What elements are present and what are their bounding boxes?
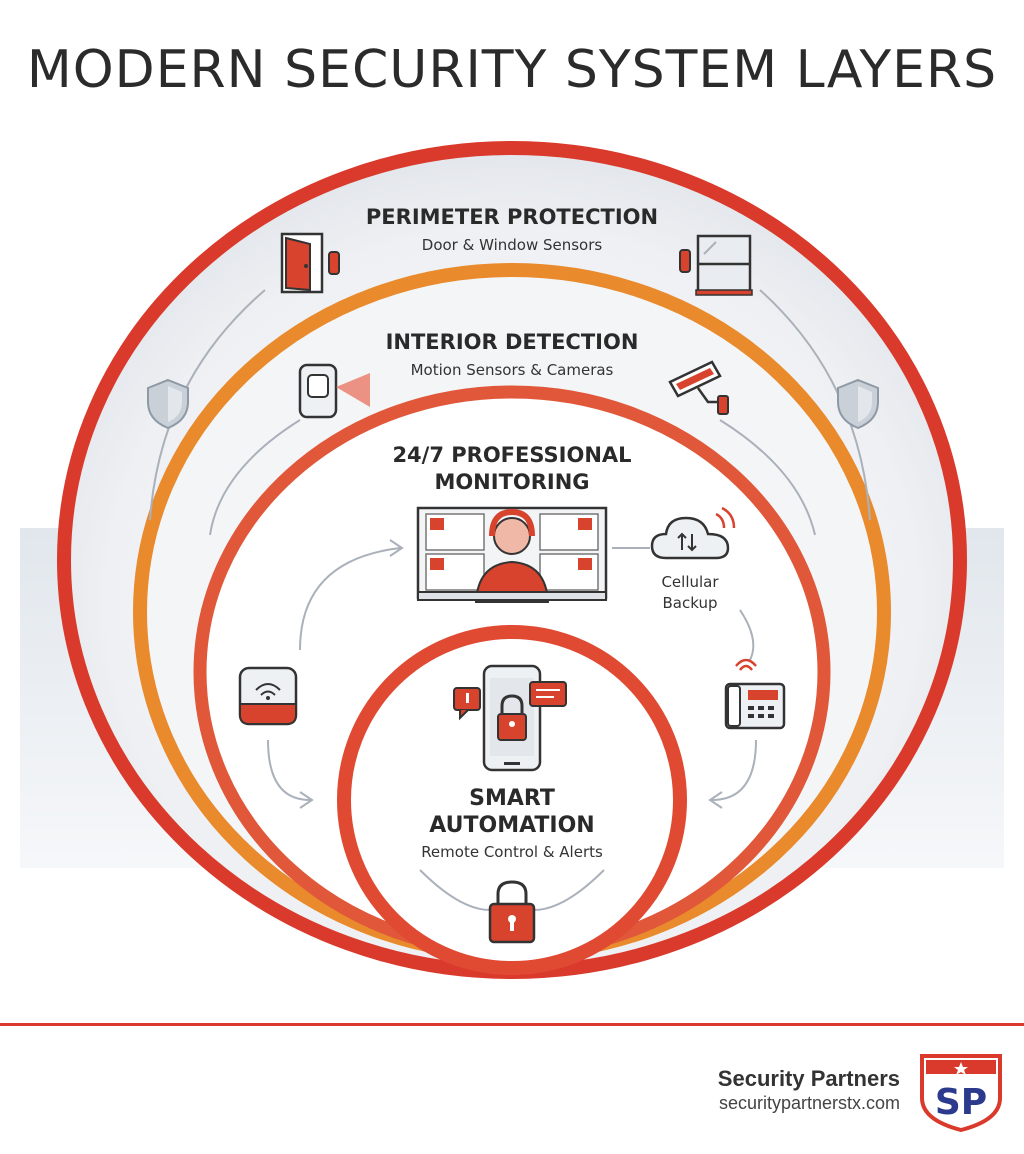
security-camera-icon: [668, 360, 729, 415]
cloud-icon: [650, 506, 736, 560]
footer-divider: [0, 1023, 1024, 1026]
smartphone-lock-icon: [453, 664, 567, 772]
automation-title-line2: AUTOMATION: [429, 813, 594, 838]
brand-block: Security Partners securitypartnerstx.com: [718, 1066, 900, 1114]
cellular-label-line2: Backup: [663, 594, 718, 612]
perimeter-title: PERIMETER PROTECTION: [366, 205, 658, 229]
shield-icon: [147, 378, 189, 430]
phone-icon: [724, 658, 786, 730]
interior-subtitle: Motion Sensors & Cameras: [411, 361, 614, 379]
brand-name: Security Partners: [717, 1066, 900, 1091]
automation-subtitle: Remote Control & Alerts: [421, 843, 603, 861]
brand-url: securitypartnerstx.com: [718, 1093, 900, 1113]
cellular-label-line1: Cellular: [661, 573, 719, 591]
padlock-icon: [488, 880, 536, 944]
brand-logo-icon: SP: [920, 1054, 1002, 1132]
interior-title: INTERIOR DETECTION: [386, 330, 639, 354]
motion-sensor-icon: [298, 363, 370, 419]
shield-icon: [837, 378, 879, 430]
logo-letters: SP: [935, 1082, 987, 1123]
automation-title-line1: SMART: [469, 786, 555, 811]
perimeter-subtitle: Door & Window Sensors: [422, 236, 603, 254]
door-icon: [280, 232, 340, 294]
operator-monitor-icon: [416, 506, 608, 603]
monitoring-title-line2: MONITORING: [434, 470, 589, 494]
page-title: MODERN SECURITY SYSTEM LAYERS: [26, 40, 998, 100]
connector-arrows: [149, 289, 871, 911]
security-layers-diagram: PERIMETER PROTECTION Door & Window Senso…: [20, 141, 1004, 979]
ring-automation: [337, 625, 687, 975]
monitoring-title-line1: 24/7 PROFESSIONAL: [392, 443, 631, 467]
wifi-hub-icon: [238, 666, 298, 726]
window-icon: [679, 234, 753, 296]
